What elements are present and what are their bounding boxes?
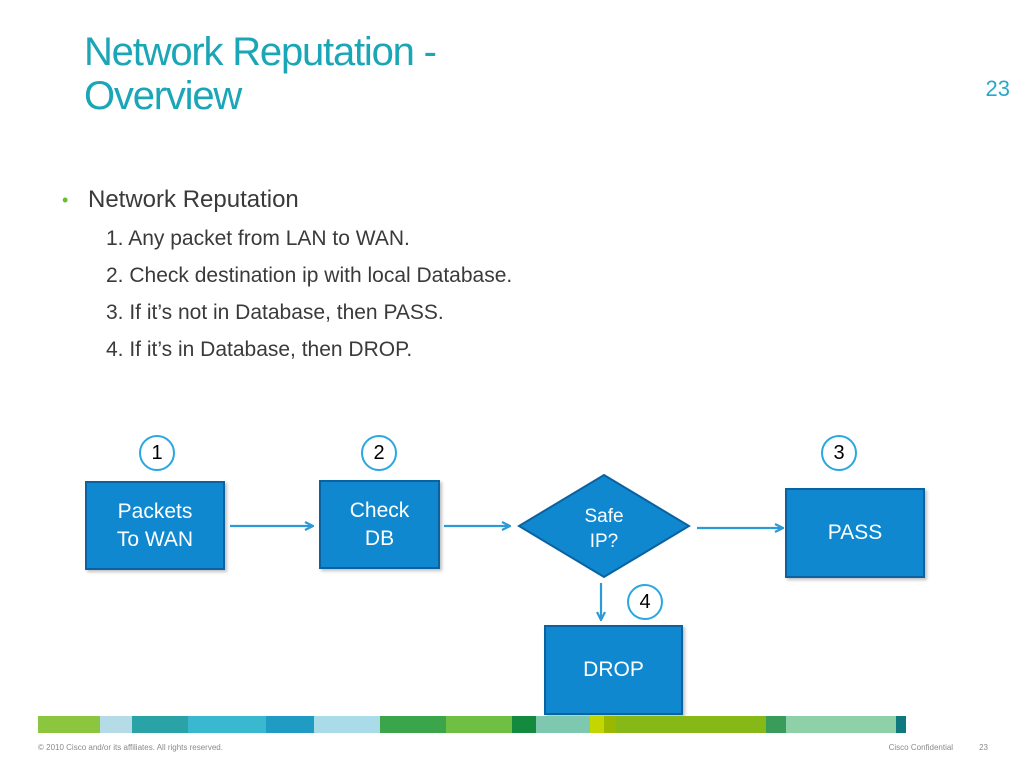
check-box-line-2: DB xyxy=(364,526,395,550)
drop-box: DROP xyxy=(544,625,683,715)
step-4-text: 4. If it’s in Database, then DROP. xyxy=(106,338,413,361)
color-segment xyxy=(512,716,536,733)
decision-label-line-2: IP? xyxy=(590,531,619,552)
drop-box-label: DROP xyxy=(583,658,644,681)
footer-color-bar xyxy=(38,716,906,733)
color-segment xyxy=(132,716,188,733)
color-segment xyxy=(536,716,590,733)
slide-title: Network Reputation - Overview xyxy=(84,30,604,118)
step-marker-1: 1 xyxy=(139,435,175,471)
bullet-text: Network Reputation xyxy=(88,186,299,213)
packets-box-line-1: Packets xyxy=(117,499,193,523)
pass-box-label: PASS xyxy=(827,521,883,544)
bullet-list: • Network Reputation 1. Any packet from … xyxy=(62,186,512,362)
step-marker-2: 2 xyxy=(361,435,397,471)
footer-right: Cisco Confidential 23 xyxy=(863,743,988,752)
footer-copyright: © 2010 Cisco and/or its affiliates. All … xyxy=(38,743,223,752)
decision-diamond xyxy=(517,473,691,579)
step-marker-4: 4 xyxy=(627,584,663,620)
color-segment xyxy=(266,716,314,733)
title-line-2: Overview xyxy=(84,74,242,118)
packets-box-line-2: To WAN xyxy=(116,527,194,551)
color-segment xyxy=(38,716,100,733)
color-segment xyxy=(616,716,766,733)
color-segment xyxy=(590,716,604,733)
step-3-text: 3. If it’s not in Database, then PASS. xyxy=(106,301,444,324)
footer-confidential: Cisco Confidential xyxy=(888,743,954,752)
step-1-text: 1. Any packet from LAN to WAN. xyxy=(106,227,410,250)
decision-label-line-1: Safe xyxy=(584,506,623,527)
color-segment xyxy=(766,716,786,733)
color-segment xyxy=(314,716,380,733)
pass-box: PASS xyxy=(785,488,925,578)
packets-to-wan-box: Packets To WAN xyxy=(85,481,225,570)
color-segment xyxy=(896,716,906,733)
footer-page-number: 23 xyxy=(979,743,988,752)
color-segment xyxy=(786,716,896,733)
check-box-line-1: Check xyxy=(349,498,410,522)
color-segment xyxy=(380,716,446,733)
color-segment xyxy=(100,716,132,733)
step-marker-3: 3 xyxy=(821,435,857,471)
title-line-1: Network Reputation - xyxy=(84,30,437,74)
slide-number: 23 xyxy=(985,76,1010,101)
color-segment xyxy=(188,716,266,733)
bullet-dot-icon: • xyxy=(62,189,69,210)
color-segment xyxy=(446,716,512,733)
check-db-box: Check DB xyxy=(319,480,440,569)
bullet-item: • Network Reputation xyxy=(62,186,512,214)
step-2-text: 2. Check destination ip with local Datab… xyxy=(106,264,513,287)
color-segment xyxy=(604,716,616,733)
